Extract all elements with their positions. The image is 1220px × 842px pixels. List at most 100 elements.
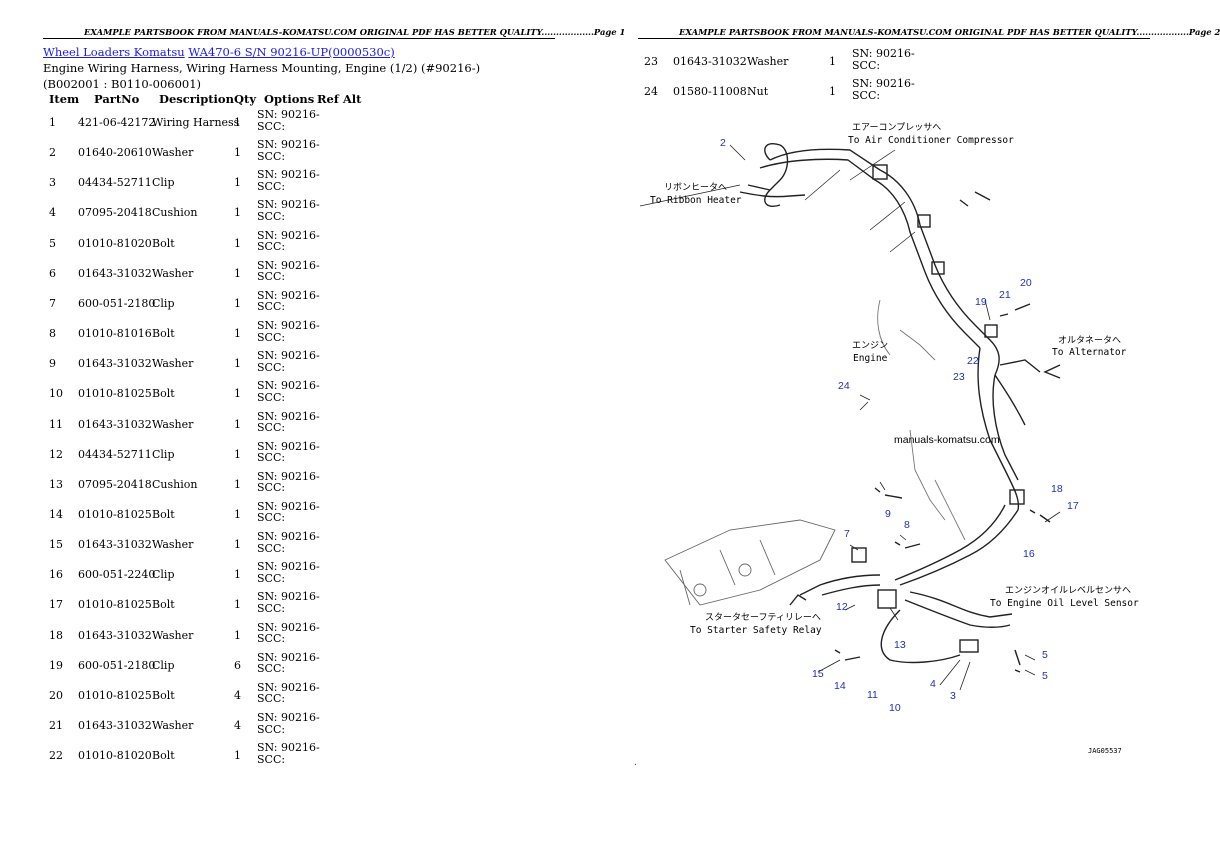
options-line-1: SN: 90216- — [257, 319, 320, 333]
item-cell: 2 — [49, 146, 56, 160]
watermark-text: manuals-komatsu.com — [894, 434, 1000, 446]
drawing-number: JAG05537 — [1088, 747, 1122, 755]
callout-7: 7 — [844, 528, 850, 540]
qty-cell: 4 — [234, 688, 241, 702]
callout-2: 2 — [720, 137, 726, 149]
callout-4: 4 — [930, 678, 936, 690]
options-line-1: SN: 90216- — [257, 258, 320, 272]
item-cell: 8 — [49, 327, 56, 341]
breadcrumb-link-model[interactable]: WA470-6 S/N 90216-UP(0000530c) — [188, 45, 395, 59]
item-cell: 4 — [49, 206, 56, 220]
options-line-1: SN: 90216- — [257, 349, 320, 363]
options-cell: SN: 90216-SCC: — [257, 561, 320, 584]
partno-cell: 07095-20418 — [78, 206, 152, 220]
qty-cell: 6 — [234, 658, 241, 672]
description-cell: Bolt — [152, 327, 175, 341]
partno-cell: 01640-20610 — [78, 146, 152, 160]
partno-cell: 421-06-42172 — [78, 116, 156, 129]
options-line-1: SN: 90216- — [257, 469, 320, 483]
options-cell: SN: 90216-SCC: — [257, 441, 320, 464]
callout-3: 3 — [950, 690, 956, 702]
options-cell: SN: 90216-SCC: — [257, 380, 320, 403]
options-line-2: SCC: — [257, 662, 286, 676]
callout-16: 16 — [1023, 548, 1035, 560]
qty-cell: 1 — [234, 477, 241, 491]
options-line-1: SN: 90216- — [257, 228, 320, 242]
partno-cell: 01010-81025 — [78, 387, 152, 401]
partno-cell: 01010-81025 — [78, 507, 152, 521]
options-cell: SN: 90216-SCC: — [257, 199, 320, 222]
options-line-2: SCC: — [257, 360, 286, 374]
options-line-2: SCC: — [257, 571, 286, 585]
item-cell: 11 — [49, 417, 63, 431]
options-line-2: SCC: — [257, 179, 286, 193]
description-cell: Bolt — [152, 749, 175, 763]
options-line-1: SN: 90216- — [257, 499, 320, 513]
options-cell: SN: 90216-SCC: — [257, 169, 320, 192]
qty-cell: 1 — [829, 85, 836, 99]
item-cell: 18 — [49, 628, 63, 642]
options-line-1: SN: 90216- — [257, 741, 320, 755]
options-line-2: SCC: — [257, 300, 286, 314]
description-cell: Washer — [152, 266, 194, 280]
item-cell: 14 — [49, 507, 63, 521]
options-cell: SN: 90216-SCC: — [257, 501, 320, 524]
breadcrumb-link-wheel-loaders[interactable]: Wheel Loaders Komatsu — [43, 45, 185, 59]
label-alt-jp: オルタネータへ — [1058, 335, 1121, 346]
qty-cell: 1 — [234, 387, 241, 401]
options-line-2: SCC: — [257, 541, 286, 555]
options-line-2: SCC: — [257, 390, 286, 404]
options-cell: SN: 90216-SCC: — [257, 622, 320, 645]
item-cell: 21 — [49, 719, 63, 732]
options-cell: SN: 90216-SCC: — [257, 531, 320, 554]
description-cell: Bolt — [152, 598, 175, 612]
options-line-2: SCC: — [257, 722, 286, 736]
description-cell: Bolt — [152, 688, 175, 702]
callout-17: 17 — [1067, 500, 1079, 512]
qty-cell: 1 — [829, 55, 836, 68]
description-cell: Cushion — [152, 206, 198, 220]
label-starter-jp: スタータセーフティリレーへ — [705, 612, 821, 623]
header-rule-1 — [43, 38, 555, 39]
page-header-1: EXAMPLE PARTSBOOK FROM MANUALS-KOMATSU.C… — [84, 27, 626, 37]
partno-cell: 04434-52711 — [78, 176, 152, 190]
column-header-options: Options — [264, 92, 315, 106]
header-rule-2 — [638, 38, 1150, 39]
callout-20: 20 — [1020, 277, 1032, 289]
options-line-2: SCC: — [257, 481, 286, 495]
qty-cell: 1 — [234, 749, 241, 763]
callout-18: 18 — [1051, 483, 1063, 495]
callout-11: 11 — [867, 689, 878, 701]
options-line-2: SCC: — [257, 451, 286, 465]
breadcrumb: Wheel Loaders Komatsu WA470-6 S/N 90216-… — [43, 45, 395, 59]
qty-cell: 4 — [234, 719, 241, 732]
description-cell: Clip — [152, 296, 175, 310]
options-line-2: SCC: — [257, 752, 286, 766]
description-cell: Clip — [152, 568, 175, 582]
description-cell: Bolt — [152, 387, 175, 401]
options-line-2: SCC: — [257, 119, 286, 133]
page-header-2: EXAMPLE PARTSBOOK FROM MANUALS-KOMATSU.C… — [679, 27, 1220, 37]
options-line-2: SCC: — [257, 632, 286, 646]
item-cell: 16 — [49, 568, 63, 582]
qty-cell: 1 — [234, 266, 241, 280]
description-cell: Washer — [747, 55, 789, 68]
options-cell: SN: 90216-SCC: — [257, 471, 320, 494]
options-cell: SN: 90216-SCC: — [257, 410, 320, 434]
options-line-1: SN: 90216- — [257, 198, 320, 212]
qty-cell: 1 — [234, 507, 241, 521]
description-cell: Washer — [152, 417, 194, 431]
description-cell: Cushion — [152, 477, 198, 491]
options-line-1: SN: 90216- — [257, 530, 320, 544]
partno-cell: 01010-81020 — [78, 749, 152, 763]
